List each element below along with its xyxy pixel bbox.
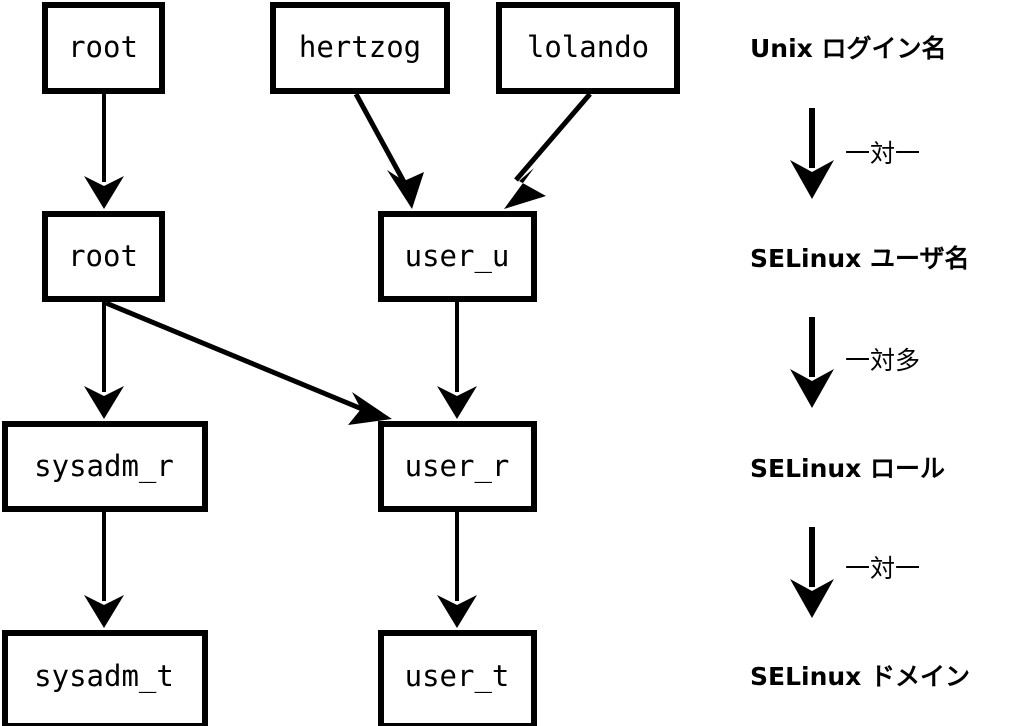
node-label: root	[68, 239, 138, 273]
edge-seuser-root-to-user-r	[105, 300, 392, 425]
node-label: user_t	[405, 659, 510, 694]
legend-level-selinux-domain: SELinux ドメイン	[750, 662, 970, 691]
edge-login-root-to-seuser-root	[84, 94, 124, 209]
node-domain-user-t[interactable]: user_t	[378, 630, 537, 726]
node-label: sysadm_r	[34, 449, 174, 484]
node-login-hertzog[interactable]: hertzog	[270, 2, 450, 94]
edge-user-r-to-user-t	[437, 512, 477, 628]
node-label: sysadm_t	[34, 659, 174, 694]
edge-lolando-to-user-u	[504, 92, 592, 209]
legend-level-selinux-user: SELinux ユーザ名	[750, 244, 970, 273]
legend-relation-one-to-many-role: 一対多	[845, 346, 920, 375]
node-label: hertzog	[299, 30, 421, 64]
legend-level-selinux-role: SELinux ロール	[750, 454, 945, 483]
node-login-lolando[interactable]: lolando	[496, 2, 680, 94]
legend-arrow-one-to-many-role	[790, 317, 834, 408]
node-seuser-root[interactable]: root	[42, 211, 165, 302]
node-label: root	[68, 30, 138, 64]
edge-hertzog-to-user-u	[353, 92, 424, 209]
legend-level-unix-login: Unix ログイン名	[750, 34, 947, 63]
legend-arrow-one-to-one-domain	[790, 527, 834, 618]
edge-seuser-root-to-sysadm-r	[84, 302, 124, 419]
legend-arrow-one-to-one-user	[790, 108, 834, 199]
node-login-root[interactable]: root	[42, 2, 165, 94]
legend-relation-one-to-one-domain: 一対一	[845, 554, 920, 583]
edge-user-u-to-user-r	[437, 302, 477, 419]
node-label: user_u	[405, 239, 510, 274]
node-domain-sysadm-t[interactable]: sysadm_t	[2, 630, 208, 726]
node-seuser-user-u[interactable]: user_u	[378, 211, 537, 302]
node-label: user_r	[405, 449, 510, 484]
node-role-sysadm-r[interactable]: sysadm_r	[2, 421, 208, 512]
legend-relation-one-to-one-user: 一対一	[845, 139, 920, 168]
edge-sysadm-r-to-sysadm-t	[84, 512, 124, 628]
node-role-user-r[interactable]: user_r	[378, 421, 537, 512]
node-label: lolando	[527, 30, 649, 64]
